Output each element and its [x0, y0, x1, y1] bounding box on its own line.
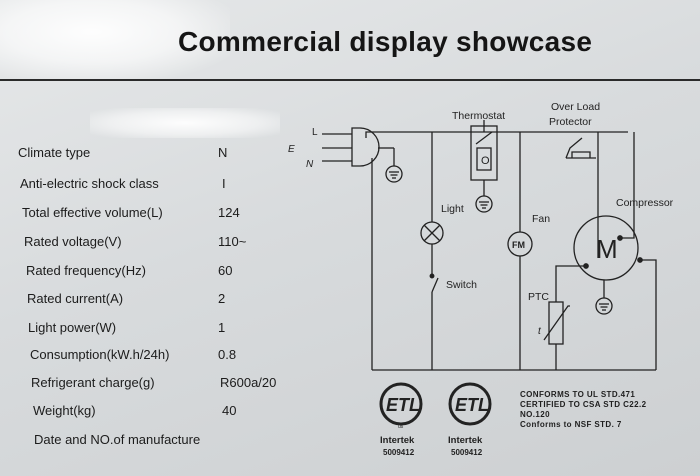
light-label: Light — [441, 203, 464, 215]
ptc-symbol — [543, 301, 570, 345]
terminal-label-l: L — [312, 127, 318, 138]
ground-icon — [475, 180, 493, 213]
light-switch-symbol — [429, 273, 439, 293]
thermostat-label: Thermostat — [452, 110, 505, 122]
spec-label: Rated frequency(Hz) — [26, 263, 146, 278]
compressor-motor-symbol — [573, 215, 643, 281]
spec-row-refrigerant: Refrigerant charge(g) R600a/20 — [0, 375, 300, 395]
etl-mark-number: 5009412 — [383, 448, 415, 457]
label-smudge — [90, 108, 280, 138]
ptc-symbol-label: t — [538, 326, 542, 337]
spec-label: Rated voltage(V) — [24, 234, 122, 249]
etl-mark-icon: ETL — [448, 382, 492, 426]
spec-row-volume: Total effective volume(L) 124 — [0, 205, 300, 225]
etl-mark-text: ETL — [386, 395, 420, 415]
spec-value: I — [222, 176, 226, 191]
light-bulb-symbol — [420, 221, 444, 245]
spec-label: Weight(kg) — [33, 403, 96, 418]
compressor-symbol-label: M — [596, 234, 618, 264]
ground-icon — [595, 280, 613, 315]
conformity-line: NO.120 — [520, 410, 550, 419]
ground-icon — [378, 147, 403, 183]
light-glare — [0, 0, 230, 80]
spec-value: 60 — [218, 263, 233, 278]
overload-protector-symbol — [565, 137, 596, 159]
spec-row-light-power: Light power(W) 1 — [0, 320, 300, 340]
spec-label: Anti-electric shock class — [20, 176, 159, 191]
spec-row-current: Rated current(A) 2 — [0, 291, 300, 311]
fan-motor-symbol — [507, 231, 533, 257]
conformity-line: CERTIFIED TO CSA STD C22.2 — [520, 400, 647, 409]
spec-label: Refrigerant charge(g) — [31, 375, 155, 390]
thermostat-symbol — [470, 125, 498, 181]
date-of-manufacture-label: Date and NO.of manufacture — [34, 432, 201, 447]
intertek-brand: Intertek — [380, 435, 415, 446]
conformity-line: Conforms to NSF STD. 7 — [520, 420, 622, 429]
spec-label: Light power(W) — [28, 320, 117, 335]
terminal-label-e: E — [288, 144, 295, 155]
spec-value: 1 — [218, 320, 226, 335]
overload-label-line2: Protector — [549, 116, 592, 128]
spec-row-consumption: Consumption(kW.h/24h) 0.8 — [0, 347, 300, 367]
spec-label: Rated current(A) — [27, 291, 124, 306]
spec-value: N — [218, 145, 228, 160]
etl-mark-text: ETL — [455, 395, 489, 415]
conformity-line: CONFORMS TO UL STD.471 — [520, 390, 636, 399]
etl-mark-icon: ETL us — [379, 382, 423, 430]
spec-row-climate-type: Climate type N — [0, 145, 300, 165]
fan-motor-symbol-label: FM — [512, 240, 525, 250]
fan-label: Fan — [532, 213, 550, 225]
spec-row-weight: Weight(kg) 40 — [0, 403, 300, 423]
conformity-statement: CONFORMS TO UL STD.471 CERTIFIED TO CSA … — [520, 390, 700, 430]
spec-label: Consumption(kW.h/24h) — [30, 347, 170, 362]
power-plug-symbol — [322, 127, 380, 167]
spec-label: Total effective volume(L) — [22, 205, 163, 220]
spec-value: R600a/20 — [220, 375, 277, 390]
overload-label-line1: Over Load — [551, 101, 600, 113]
spec-value: 124 — [218, 205, 240, 220]
spec-label: Climate type — [18, 145, 91, 160]
intertek-brand: Intertek — [448, 435, 483, 446]
terminal-label-n: N — [306, 159, 314, 170]
spec-value: 0.8 — [218, 347, 237, 362]
page-title: Commercial display showcase — [178, 26, 593, 57]
compressor-label: Compressor — [616, 197, 674, 209]
spec-row-voltage: Rated voltage(V) 110~ — [0, 234, 300, 254]
etl-mark-number: 5009412 — [451, 448, 483, 457]
switch-label: Switch — [446, 279, 477, 291]
thermostat-symbol-label: O — [481, 155, 490, 167]
ptc-label: PTC — [528, 291, 549, 303]
spec-value: 2 — [218, 291, 226, 306]
etl-us-mark: us — [398, 424, 404, 430]
spec-value: 40 — [222, 403, 237, 418]
spec-value: 110~ — [218, 234, 247, 249]
main-wiring — [365, 120, 657, 371]
title-divider — [0, 79, 700, 81]
spec-row-frequency: Rated frequency(Hz) 60 — [0, 263, 300, 283]
spec-row-shock-class: Anti-electric shock class I — [0, 176, 300, 196]
